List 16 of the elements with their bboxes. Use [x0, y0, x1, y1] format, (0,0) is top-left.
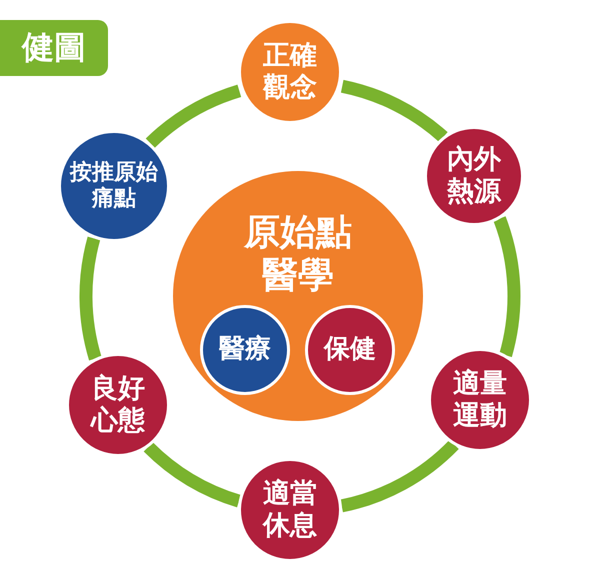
node-label: 良好心態 — [89, 372, 146, 438]
title-tab: 健圖 — [0, 20, 108, 76]
ring-arc — [340, 80, 448, 142]
center-title: 原始點醫學 — [242, 211, 353, 298]
node-label: 適當休息 — [261, 478, 318, 542]
node-label: 按推原始痛點 — [68, 160, 159, 212]
node-label: 醫療 — [218, 334, 272, 366]
node-label: 內外熱源 — [446, 144, 502, 208]
ring-arc — [144, 442, 242, 508]
ring-arc — [493, 216, 520, 357]
ring-arc — [340, 440, 458, 512]
node-label: 適量運動 — [452, 368, 508, 432]
ring-arc — [80, 237, 102, 360]
node-label: 保健 — [322, 334, 377, 366]
ring-arc — [146, 84, 242, 148]
node-label: 正確觀念 — [262, 40, 318, 104]
